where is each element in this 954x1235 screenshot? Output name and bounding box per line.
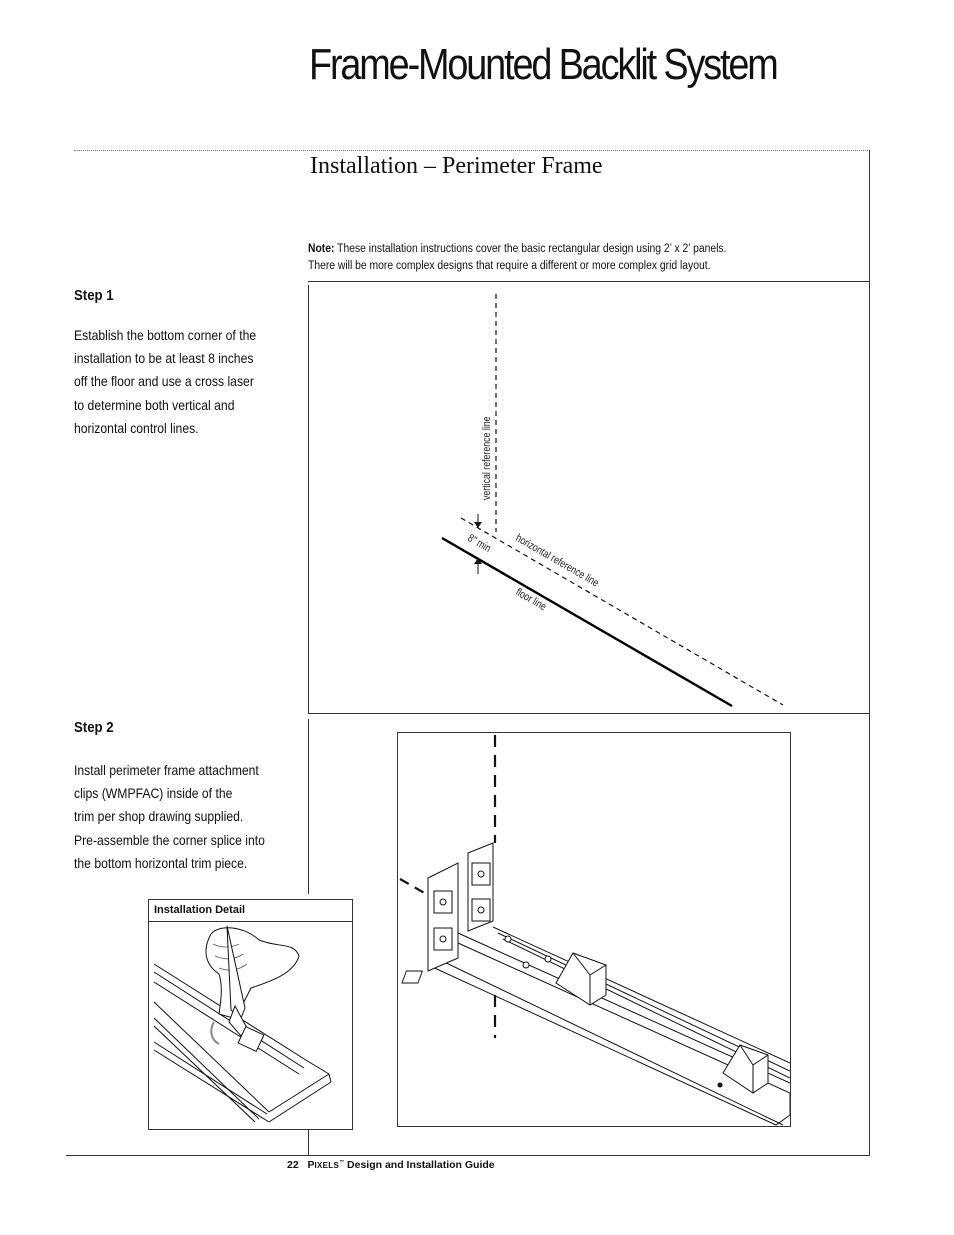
brand-rest: IXELS [314, 1161, 340, 1170]
step1-top-rule [308, 281, 870, 282]
hand-icon [205, 927, 300, 1019]
clip-installation-illustration [153, 925, 332, 1123]
corner-splice-icon [555, 952, 607, 1006]
step2-line: Pre-assemble the corner splice into [74, 831, 265, 848]
header-divider [74, 150, 870, 151]
arrowhead-down-icon [474, 522, 482, 528]
step1-line: installation to be at least 8 inches [74, 350, 254, 367]
content-right-border [869, 150, 870, 1156]
arrowhead-up-icon [474, 558, 482, 564]
step2-text: Install perimeter frame attachment clips… [74, 759, 283, 875]
step1-column-divider [308, 285, 309, 713]
floor-line [441, 536, 733, 708]
step1-title: Step 1 [74, 287, 114, 304]
page-title: Frame-Mounted Backlit System [309, 40, 779, 89]
installation-detail-box: Installation Detail [148, 899, 353, 1130]
installation-note: Note: These installation instructions co… [308, 241, 799, 275]
step1-text: Establish the bottom corner of the insta… [74, 324, 283, 440]
clip-icon [237, 1025, 265, 1053]
horizontal-reference-label: horizontal reference line [513, 532, 601, 590]
step1-line: Establish the bottom corner of the [74, 327, 257, 343]
page-footer: 22 PIXELS™ Design and Installation Guide [287, 1159, 495, 1171]
page-number: 22 [287, 1159, 299, 1171]
installation-detail-header: Installation Detail [149, 900, 352, 922]
step2-line: Install perimeter frame attachment [74, 762, 259, 778]
vertical-reference-label: vertical reference line [481, 416, 493, 500]
step1-line: horizontal control lines. [74, 419, 199, 436]
reference-lines-diagram: vertical reference line 8" min horizonta… [441, 294, 784, 708]
step2-line: the bottom horizontal trim piece. [74, 854, 248, 871]
note-label: Note: [308, 243, 335, 255]
trademark-symbol: ™ [339, 1159, 345, 1166]
footer-rule [66, 1155, 870, 1156]
guide-title: Design and Installation Guide [347, 1159, 495, 1171]
step2-line: trim per shop drawing supplied. [74, 808, 244, 825]
installation-detail-title: Installation Detail [154, 904, 246, 916]
step1-line: to determine both vertical and [74, 396, 235, 413]
horizontal-reference-line [460, 517, 784, 706]
step1-line: off the floor and use a cross laser [74, 373, 254, 390]
step2-title: Step 2 [74, 719, 114, 736]
note-line-1: These installation instructions cover th… [337, 243, 727, 255]
perimeter-frame-illustration [372, 735, 791, 1126]
corner-splice-icon [722, 1044, 769, 1094]
step2-column-divider [308, 719, 309, 894]
note-line-2: There will be more complex designs that … [308, 260, 711, 272]
section-title: Installation – Perimeter Frame [310, 153, 603, 179]
step2-line: clips (WMPFAC) inside of the [74, 785, 233, 802]
perimeter-frame-illustration-box [372, 732, 791, 1127]
brand-first-letter: P [307, 1159, 315, 1171]
step2-column-divider-bottom [308, 1129, 309, 1155]
step2-top-rule [308, 713, 870, 714]
min-distance-label: 8" min [465, 532, 492, 555]
horizontal-reference-line [399, 878, 429, 896]
